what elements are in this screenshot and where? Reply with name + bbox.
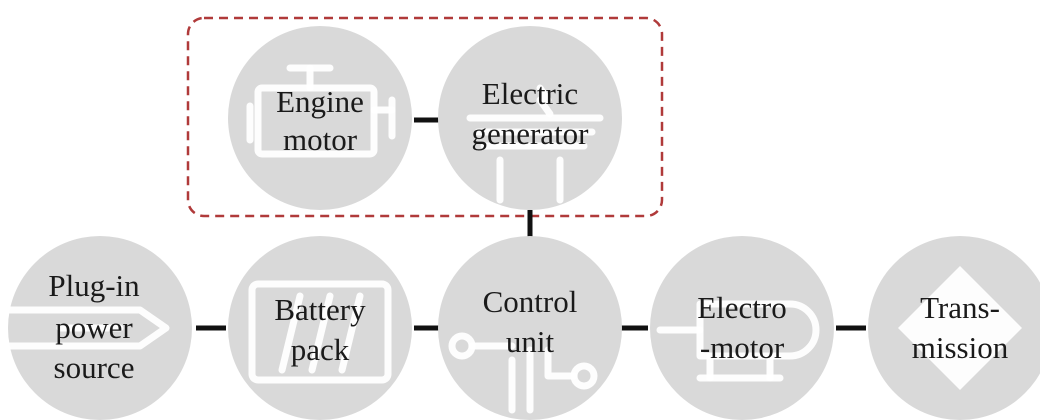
battery-label-line2: pack [291, 332, 350, 367]
node-circle [650, 236, 834, 420]
battery-label-line1: Battery [274, 292, 366, 327]
node-circle [228, 26, 412, 210]
node-control-unit: Control unit [438, 236, 622, 420]
plugin-label-line3: source [54, 350, 135, 385]
control-label-line2: unit [506, 324, 555, 359]
electromotor-label-line1: Electro [697, 290, 787, 325]
plug-icon [6, 306, 170, 350]
electromotor-label-line2: -motor [700, 330, 785, 365]
engine-label-line2: motor [283, 122, 358, 157]
node-battery-pack: Battery pack [228, 236, 412, 420]
transmission-label-line1: Trans- [920, 290, 1000, 325]
range-extender-group-box [186, 16, 664, 218]
control-label-line1: Control [483, 284, 578, 319]
circuit-icon [448, 332, 598, 414]
node-plug-in-power-source: Plug-in power source [6, 236, 192, 420]
transmission-label-line2: mission [912, 330, 1009, 365]
generator-label-line2: generator [471, 116, 589, 151]
node-electric-generator: Electric generator [438, 26, 622, 210]
node-electro-motor: Electro -motor [650, 236, 834, 420]
generator-icon [466, 84, 604, 204]
engine-icon [246, 64, 396, 158]
motor-icon [656, 300, 820, 382]
diamond-icon [898, 266, 1022, 390]
plugin-label-line2: power [55, 310, 133, 345]
generator-label-line1: Electric [482, 76, 578, 111]
battery-icon [248, 280, 392, 384]
node-transmission: Trans- mission [868, 236, 1040, 420]
engine-label-line1: Engine [276, 84, 364, 119]
plugin-label-line1: Plug-in [48, 268, 140, 303]
node-engine-motor: Engine motor [228, 26, 412, 210]
